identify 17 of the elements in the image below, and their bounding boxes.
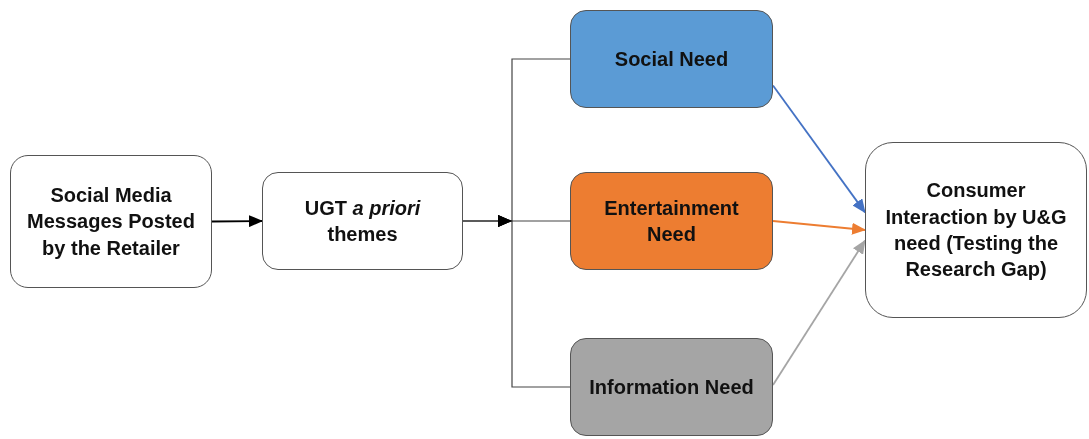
box-label: Information Need [589, 374, 754, 400]
arrow [462, 215, 571, 388]
process-box [262, 172, 463, 270]
box-label: Entertainment Need [603, 195, 740, 247]
arrow [772, 220, 866, 235]
box-label: Consumer Interaction by U&G need (Testing the Research Gap) [884, 178, 1068, 283]
arrow [211, 215, 263, 228]
box-label: Social Media Messages Posted by the Retailer [26, 182, 196, 261]
process-box [570, 10, 773, 108]
process-box [570, 338, 773, 436]
process-box [570, 172, 773, 270]
box-label: UGT a priori themes [303, 195, 422, 247]
box-label: Social Need [614, 46, 729, 72]
process-box [10, 155, 212, 288]
arrow [772, 239, 866, 386]
arrow [772, 84, 866, 214]
process-box [865, 142, 1087, 318]
